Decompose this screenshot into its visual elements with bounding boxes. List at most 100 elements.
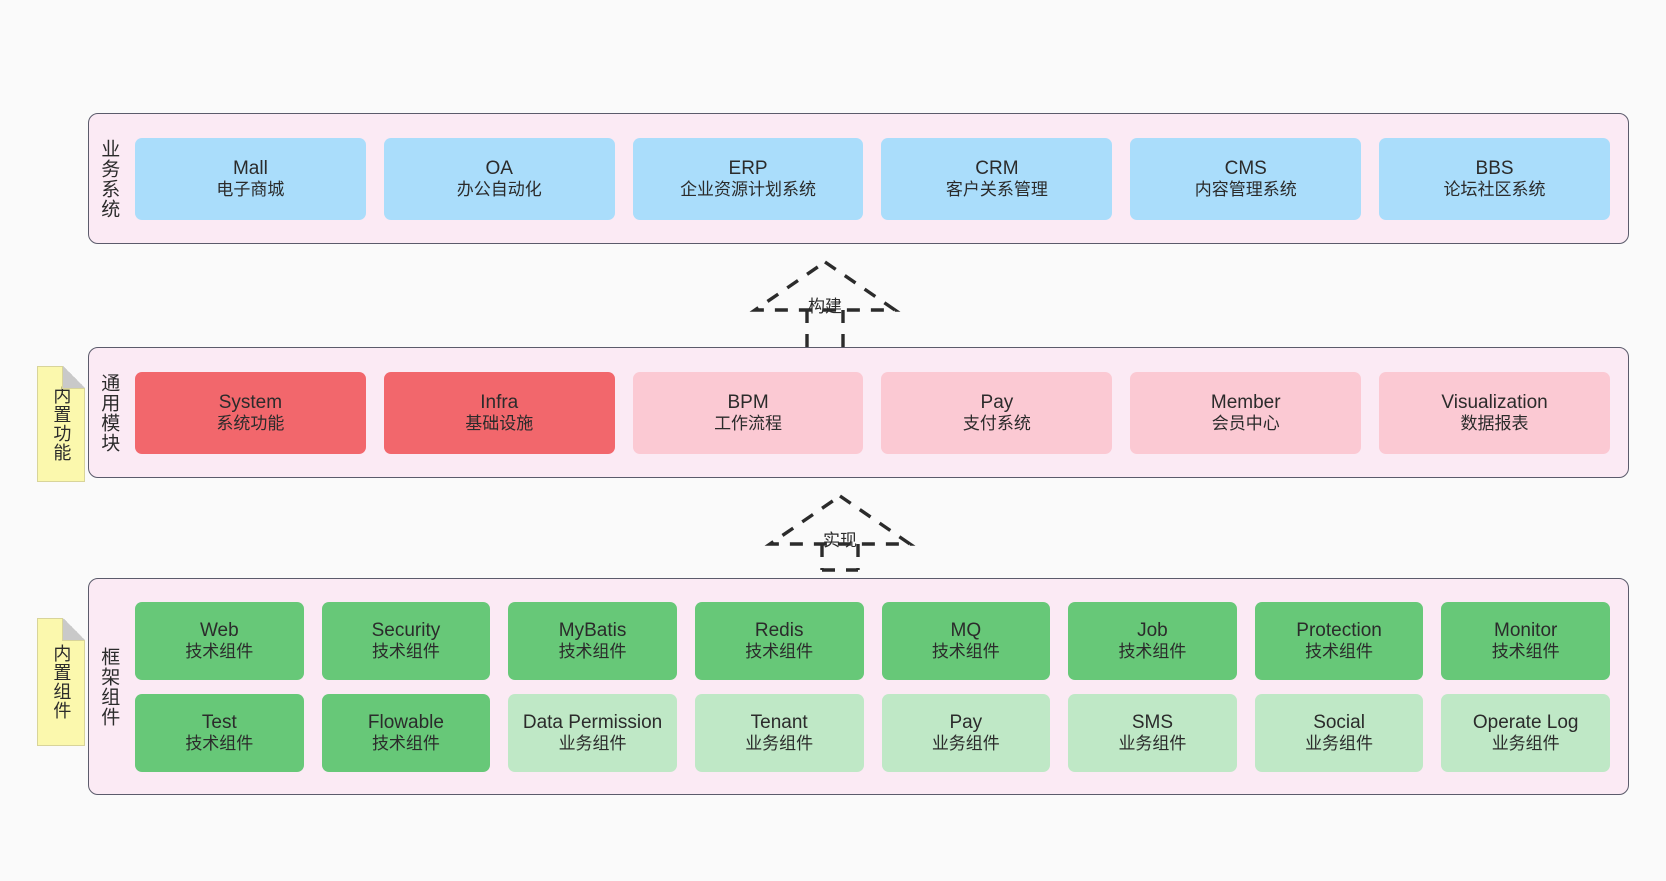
card-title: OA: [485, 157, 513, 179]
card-security[interactable]: Security 技术组件: [321, 601, 491, 680]
card-subtitle: 电子商城: [216, 179, 285, 199]
card-visualization[interactable]: Visualization 数据报表: [1379, 371, 1610, 454]
card-flowable[interactable]: Flowable 技术组件: [321, 693, 491, 772]
card-operate-log[interactable]: Operate Log 业务组件: [1441, 693, 1610, 772]
card-infra[interactable]: Infra 基础设施: [383, 371, 615, 454]
card-mq[interactable]: MQ 技术组件: [881, 601, 1051, 680]
connector-build-label: 构建: [808, 297, 842, 316]
card-monitor[interactable]: Monitor 技术组件: [1441, 601, 1610, 680]
card-row: Test 技术组件 Flowable 技术组件 Data Permission …: [135, 693, 1610, 772]
card-tenant[interactable]: Tenant 业务组件: [694, 693, 864, 772]
card-subtitle: 技术组件: [745, 641, 814, 661]
card-subtitle: 技术组件: [371, 641, 440, 661]
note-builtin-function: 内置功能: [37, 366, 85, 482]
card-bpm[interactable]: BPM 工作流程: [632, 371, 864, 454]
card-title: Operate Log: [1472, 711, 1579, 733]
card-web[interactable]: Web 技术组件: [135, 601, 304, 680]
card-subtitle: 系统功能: [216, 413, 285, 433]
card-subtitle: 会员中心: [1211, 413, 1280, 433]
card-title: Redis: [754, 619, 804, 641]
card-test[interactable]: Test 技术组件: [135, 693, 304, 772]
card-subtitle: 办公自动化: [456, 179, 542, 199]
card-bbs[interactable]: BBS 论坛社区系统: [1379, 137, 1610, 220]
card-subtitle: 技术组件: [558, 641, 627, 661]
layer-label-common-module: 通用模块: [98, 372, 120, 453]
card-subtitle: 基础设施: [465, 413, 534, 433]
layer-body-business-system: Mall 电子商城 OA 办公自动化 ERP 企业资源计划系统 CRM 客户关系…: [127, 114, 1628, 243]
card-subtitle: 技术组件: [185, 641, 254, 661]
card-title: Tenant: [750, 711, 808, 733]
card-subtitle: 企业资源计划系统: [680, 179, 817, 199]
layer-body-common-module: System 系统功能 Infra 基础设施 BPM 工作流程 Pay 支付系统…: [127, 348, 1628, 477]
card-erp[interactable]: ERP 企业资源计划系统: [632, 137, 864, 220]
card-title: Visualization: [1441, 391, 1548, 413]
card-title: Mall: [232, 157, 268, 179]
connector-build: 构建: [745, 258, 905, 358]
card-pay-component[interactable]: Pay 业务组件: [881, 693, 1051, 772]
card-title: CMS: [1224, 157, 1267, 179]
card-subtitle: 客户关系管理: [945, 179, 1048, 199]
layer-label-framework-component: 框架组件: [98, 646, 120, 727]
layer-framework-component: 框架组件 Web 技术组件 Security 技术组件 MyBatis 技术组件…: [88, 578, 1629, 795]
card-pay[interactable]: Pay 支付系统: [881, 371, 1113, 454]
card-title: Social: [1313, 711, 1365, 733]
card-subtitle: 业务组件: [1305, 733, 1374, 753]
card-row: Web 技术组件 Security 技术组件 MyBatis 技术组件 Redi…: [135, 601, 1610, 680]
card-oa[interactable]: OA 办公自动化: [383, 137, 615, 220]
card-crm[interactable]: CRM 客户关系管理: [881, 137, 1113, 220]
card-system[interactable]: System 系统功能: [135, 371, 366, 454]
card-title: Protection: [1296, 619, 1382, 641]
card-redis[interactable]: Redis 技术组件: [694, 601, 864, 680]
layer-common-module: 通用模块 System 系统功能 Infra 基础设施 BPM 工作流程 Pay…: [88, 347, 1629, 478]
connector-stem-icon: [820, 544, 860, 572]
card-subtitle: 技术组件: [931, 641, 1000, 661]
card-subtitle: 技术组件: [1118, 641, 1187, 661]
card-title: Web: [199, 619, 239, 641]
card-title: Security: [371, 619, 441, 641]
card-data-permission[interactable]: Data Permission 业务组件: [508, 693, 677, 772]
connector-implement: 实现: [760, 492, 920, 592]
card-subtitle: 工作流程: [714, 413, 783, 433]
card-subtitle: 业务组件: [558, 733, 627, 753]
layer-business-system: 业务系统 Mall 电子商城 OA 办公自动化 ERP 企业资源计划系统 CRM…: [88, 113, 1629, 244]
card-social[interactable]: Social 业务组件: [1254, 693, 1424, 772]
note-text: 内置组件: [51, 644, 72, 720]
card-title: Pay: [980, 391, 1014, 413]
card-title: Flowable: [367, 711, 444, 733]
card-subtitle: 业务组件: [1118, 733, 1187, 753]
card-title: ERP: [728, 157, 768, 179]
card-subtitle: 技术组件: [1305, 641, 1374, 661]
card-subtitle: 数据报表: [1460, 413, 1529, 433]
card-title: MQ: [950, 619, 982, 641]
card-protection[interactable]: Protection 技术组件: [1254, 601, 1424, 680]
connector-implement-label: 实现: [823, 531, 857, 550]
card-title: Job: [1137, 619, 1168, 641]
card-subtitle: 内容管理系统: [1194, 179, 1297, 199]
card-title: Monitor: [1494, 619, 1558, 641]
card-job[interactable]: Job 技术组件: [1068, 601, 1237, 680]
card-subtitle: 业务组件: [931, 733, 1000, 753]
card-mybatis[interactable]: MyBatis 技术组件: [508, 601, 677, 680]
card-title: BBS: [1475, 157, 1514, 179]
note-text: 内置功能: [51, 386, 72, 462]
card-title: CRM: [975, 157, 1019, 179]
card-title: Infra: [480, 391, 519, 413]
card-subtitle: 技术组件: [1491, 641, 1560, 661]
card-subtitle: 技术组件: [371, 733, 440, 753]
card-subtitle: 论坛社区系统: [1443, 179, 1546, 199]
card-title: System: [218, 391, 283, 413]
card-member[interactable]: Member 会员中心: [1130, 371, 1362, 454]
card-subtitle: 支付系统: [962, 413, 1031, 433]
card-title: Pay: [949, 711, 983, 733]
layer-label-business-system: 业务系统: [98, 138, 120, 219]
card-cms[interactable]: CMS 内容管理系统: [1130, 137, 1362, 220]
card-title: SMS: [1131, 711, 1174, 733]
card-row: Mall 电子商城 OA 办公自动化 ERP 企业资源计划系统 CRM 客户关系…: [135, 137, 1610, 220]
generalization-triangle-icon: [749, 259, 901, 312]
card-mall[interactable]: Mall 电子商城: [135, 137, 366, 220]
note-builtin-component: 内置组件: [37, 618, 85, 746]
card-row: System 系统功能 Infra 基础设施 BPM 工作流程 Pay 支付系统…: [135, 371, 1610, 454]
card-sms[interactable]: SMS 业务组件: [1068, 693, 1237, 772]
card-title: Test: [201, 711, 237, 733]
